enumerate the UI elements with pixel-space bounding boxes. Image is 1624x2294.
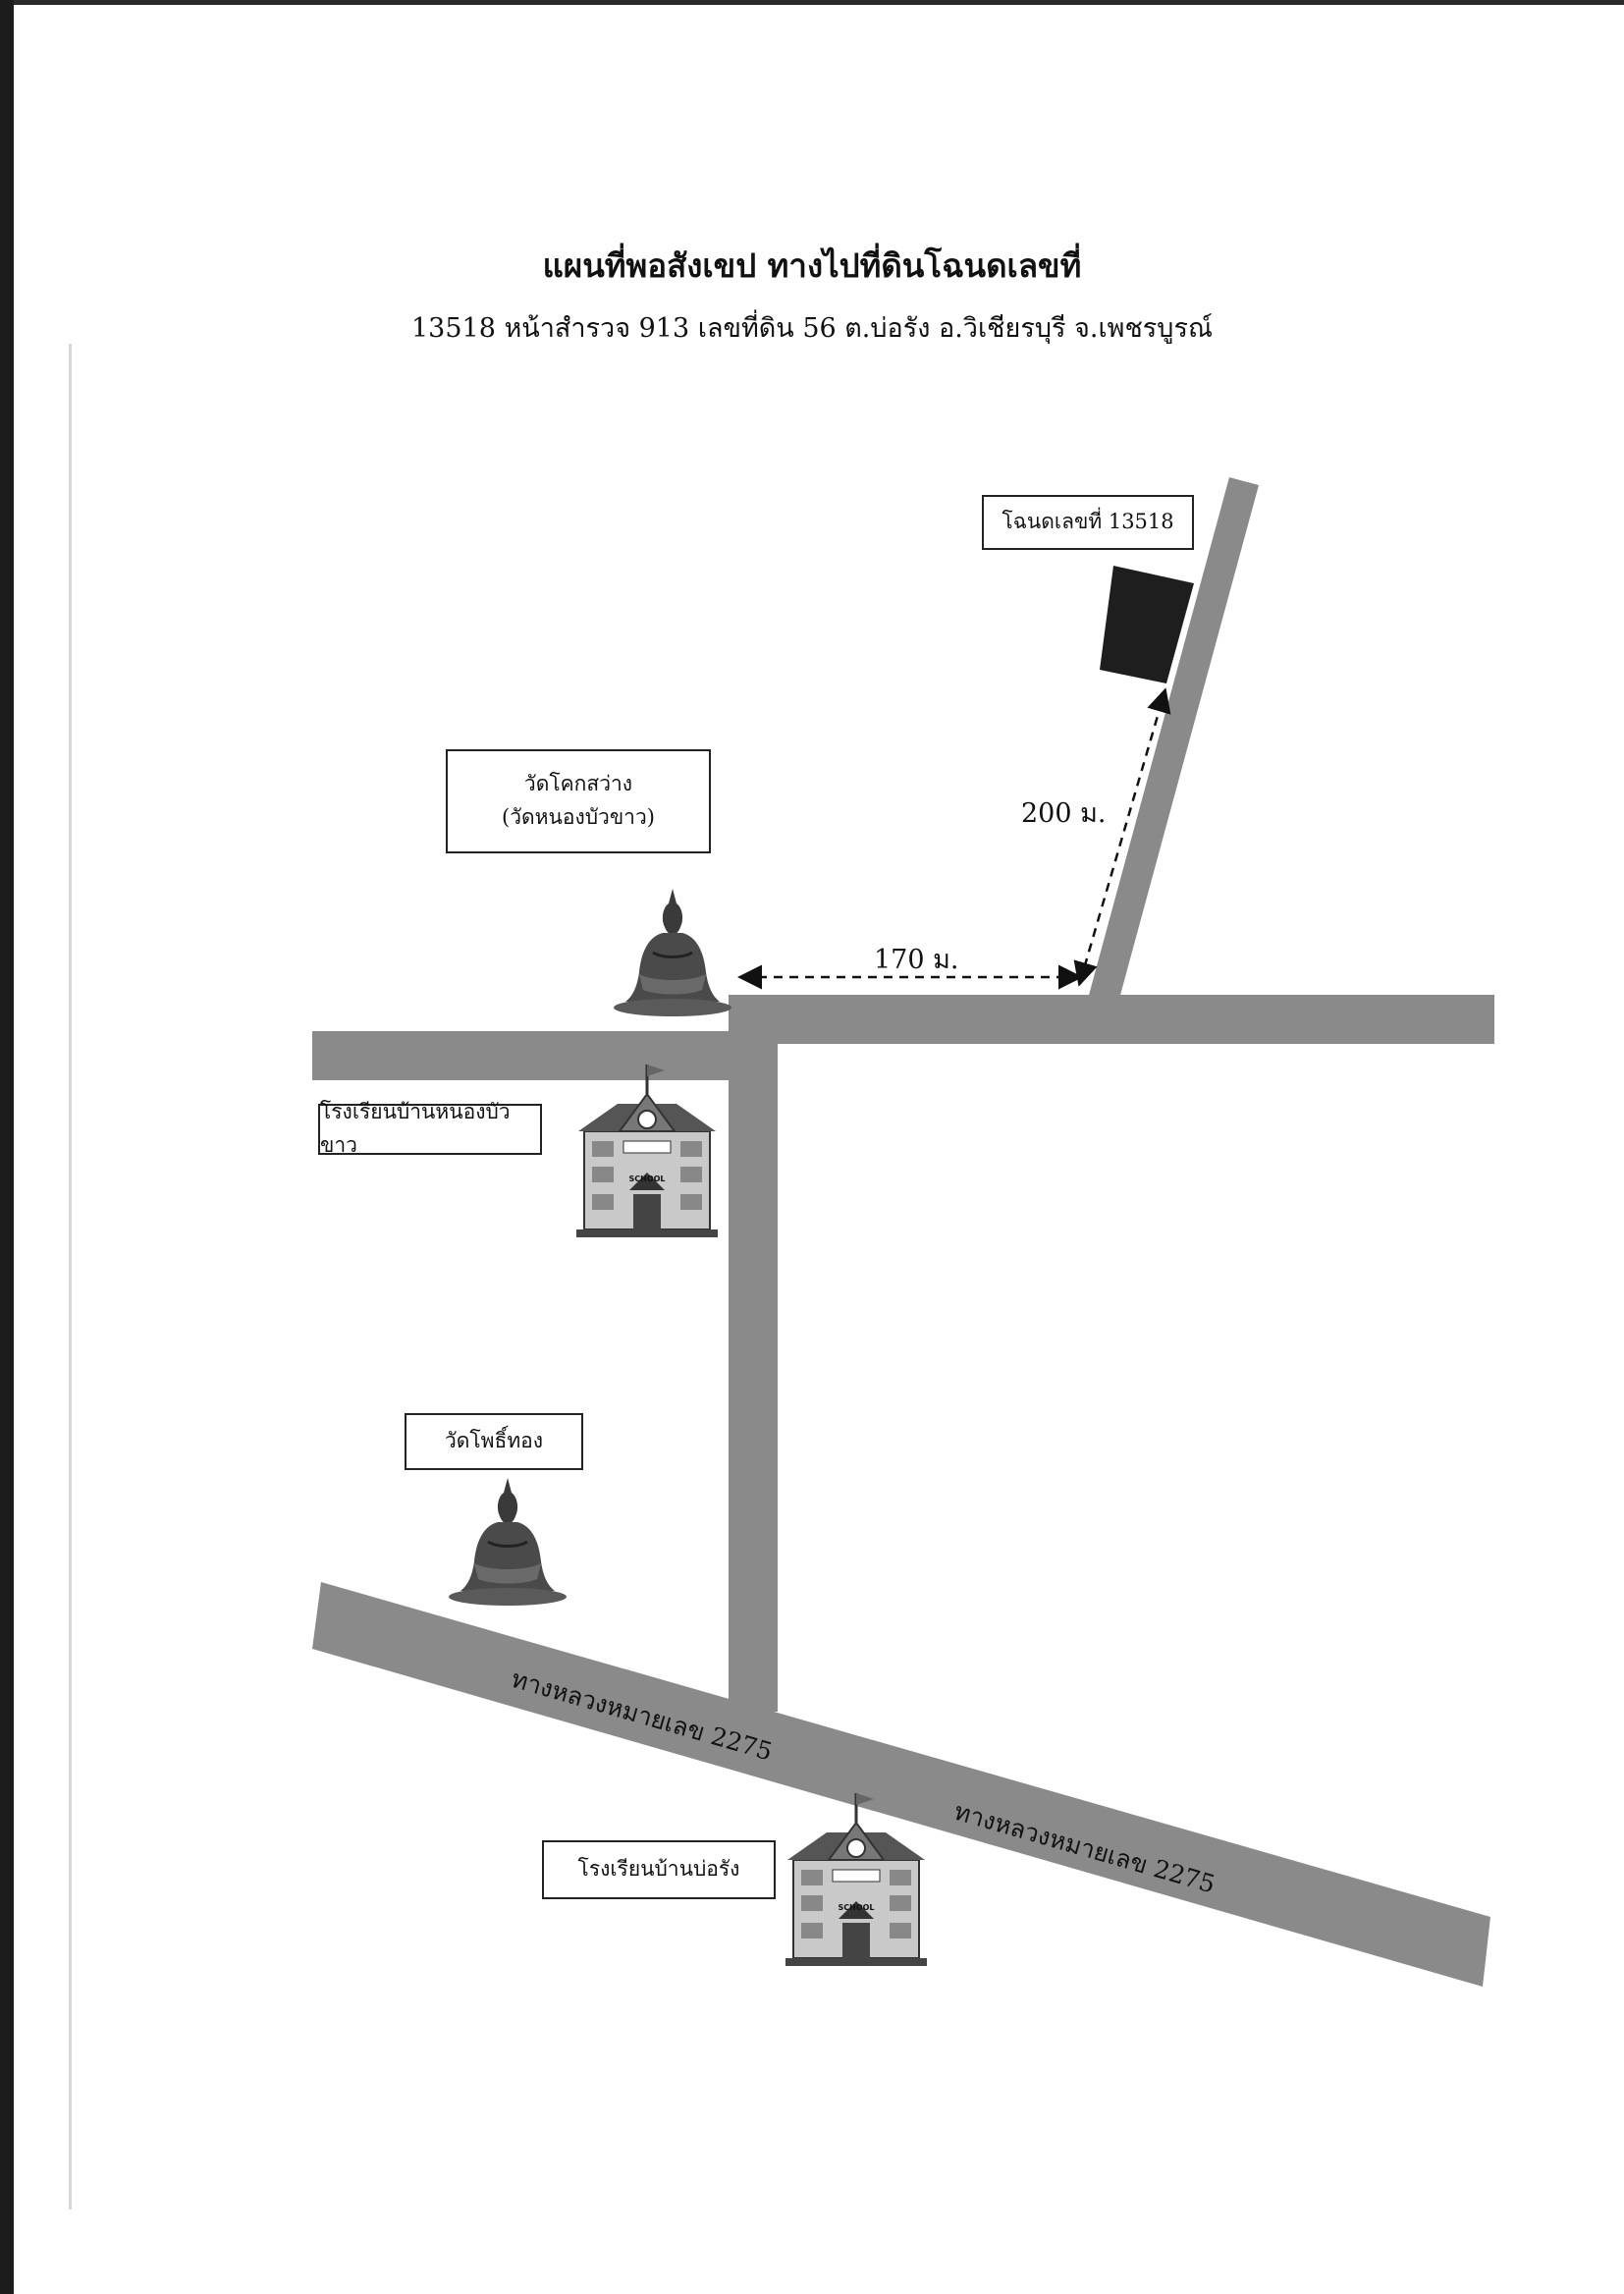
distance-label-vertical: 200 ม. — [1021, 798, 1107, 829]
road-east — [732, 995, 1494, 1044]
distance-label-horizontal: 170 ม. — [874, 945, 959, 975]
road-west — [312, 1031, 732, 1080]
road-north-south — [729, 995, 778, 1712]
deed-label-text: โฉนดเลขที่ 13518 — [1001, 510, 1174, 534]
road-to-plot — [1088, 477, 1259, 999]
school-bo-rang-name: โรงเรียนบ้านบ่อรัง — [577, 1857, 740, 1882]
page-subtitle: 13518 หน้าสำรวจ 913 เลขที่ดิน 56 ต.บ่อรั… — [411, 313, 1213, 344]
school-sign-text: SCHOOL — [838, 1903, 875, 1912]
school-nong-bua-khao-name: โรงเรียนบ้านหนองบัวขาว — [320, 1100, 511, 1157]
temple-pho-thong-label: วัดโพธิ์ทอง — [405, 1413, 583, 1470]
school-sign-text: SCHOOL — [628, 1174, 666, 1183]
temple-khok-sawang-label: วัดโคกสว่าง (วัดหนองบัวขาว) — [446, 749, 711, 853]
scan-fold-line — [69, 344, 72, 2210]
highway-2275 — [312, 1582, 1490, 1987]
scan-edge-left — [0, 0, 14, 2294]
school-building-icon — [574, 1063, 720, 1239]
temple-khok-sawang-name: วัดโคกสว่าง — [523, 772, 633, 796]
school-bo-rang-label: โรงเรียนบ้านบ่อรัง — [542, 1840, 776, 1899]
deed-label: โฉนดเลขที่ 13518 — [982, 495, 1194, 550]
buddha-statue-icon — [447, 1476, 568, 1608]
school-nong-bua-khao-label: โรงเรียนบ้านหนองบัวขาว — [318, 1100, 542, 1157]
page-title: แผนที่พอสังเขป ทางไปที่ดินโฉนดเลขที่ — [542, 246, 1082, 285]
buddha-statue-icon — [612, 887, 733, 1018]
land-plot — [1100, 566, 1194, 683]
scan-edge-top — [0, 0, 1624, 5]
temple-khok-sawang-alt-name: (วัดหนองบัวขาว) — [502, 805, 655, 829]
temple-pho-thong-name: วัดโพธิ์ทอง — [444, 1429, 544, 1453]
distance-arrow-vertical — [1073, 687, 1171, 987]
